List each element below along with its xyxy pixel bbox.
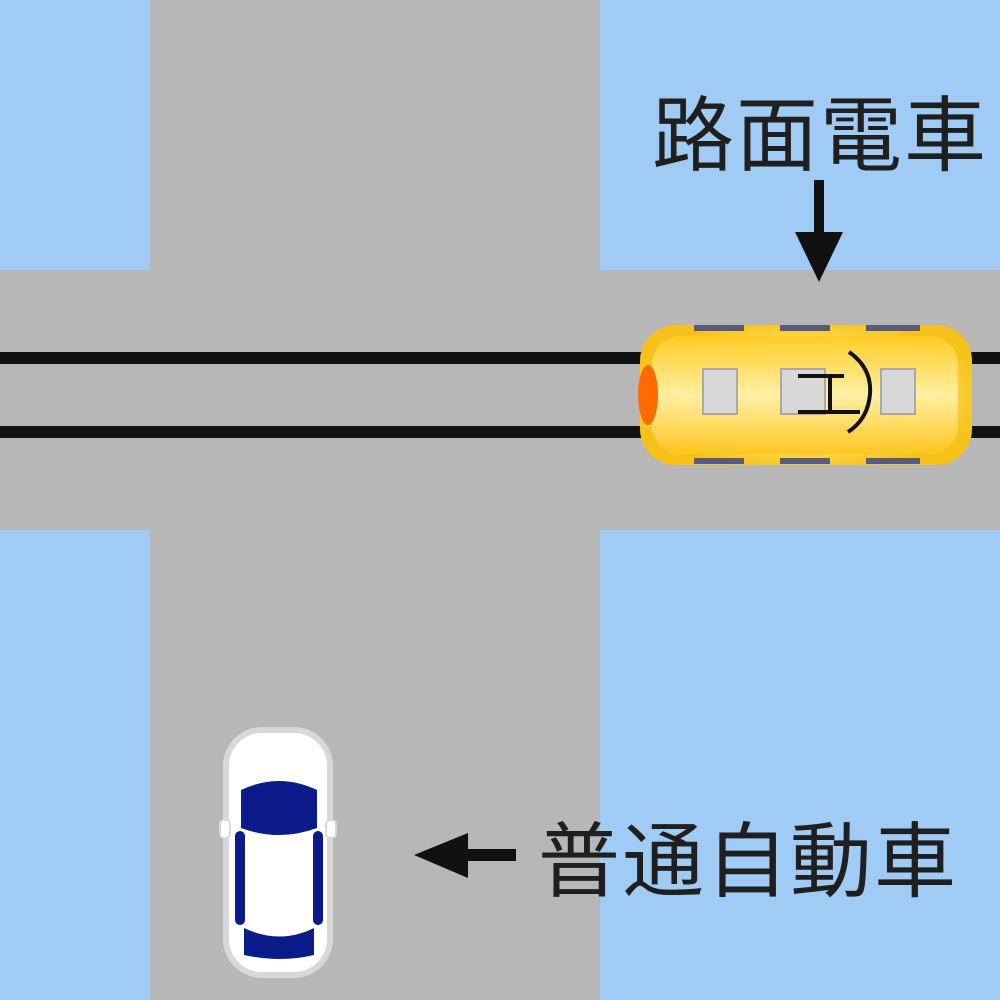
arrow-down-icon [795,180,843,282]
car-label: 普通自動車 [538,815,959,910]
arrow-left-icon [414,833,516,878]
upper-left-block [0,0,150,270]
tram-icon [638,325,972,465]
upper-right-block [600,0,1000,270]
lower-left-block [0,530,150,1000]
car-icon [219,727,337,978]
lower-right-block [600,530,1000,1000]
tram-label: 路面電車 [652,89,989,184]
